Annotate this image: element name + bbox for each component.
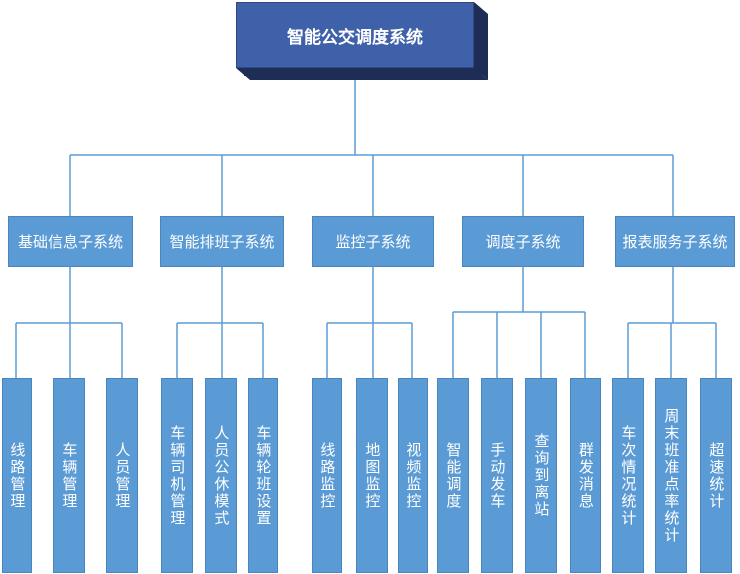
leaf-node: 线路管理 [2, 378, 32, 573]
leaf-node: 车辆管理 [53, 378, 85, 573]
leaf-node: 车辆司机管理 [161, 378, 193, 573]
leaf-node: 车次情况统计 [612, 378, 644, 573]
leaf-label: 车次情况统计 [619, 424, 638, 527]
subsystem-label: 智能排班子系统 [169, 233, 275, 251]
leaf-label: 车辆管理 [60, 441, 79, 510]
leaf-node: 线路监控 [312, 378, 342, 573]
subsystem-dispatch: 调度子系统 [462, 216, 584, 267]
leaf-label: 视频监控 [404, 441, 423, 510]
leaf-label: 线路管理 [8, 441, 27, 510]
subsystem-label: 报表服务子系统 [622, 233, 728, 251]
leaf-label: 周末班准点率统计 [662, 407, 681, 544]
leaf-label: 人员公休模式 [212, 424, 231, 527]
subsystem-reports: 报表服务子系统 [615, 216, 735, 267]
subsystem-label: 调度子系统 [485, 233, 561, 251]
leaf-node: 手动发车 [481, 378, 513, 573]
leaf-label: 人员管理 [113, 441, 132, 510]
leaf-node: 人员公休模式 [205, 378, 237, 573]
leaf-label: 超速统计 [707, 441, 726, 510]
subsystem-scheduling-shifts: 智能排班子系统 [160, 216, 284, 267]
subsystem-basic-info: 基础信息子系统 [8, 216, 133, 267]
leaf-node: 查询到离站 [525, 378, 557, 573]
leaf-label: 查询到离站 [532, 433, 551, 518]
leaf-node: 视频监控 [398, 378, 428, 573]
leaf-label: 智能调度 [444, 441, 463, 510]
leaf-label: 车辆司机管理 [168, 424, 187, 527]
subsystem-monitoring: 监控子系统 [312, 216, 434, 267]
leaf-node: 周末班准点率统计 [655, 378, 687, 573]
leaf-node: 群发消息 [570, 378, 601, 573]
root-node: 智能公交调度系统 [236, 2, 474, 68]
leaf-node: 智能调度 [437, 378, 469, 573]
leaf-node: 超速统计 [700, 378, 732, 573]
root-title: 智能公交调度系统 [287, 27, 423, 48]
leaf-label: 车辆轮班设置 [254, 424, 273, 527]
leaf-node: 车辆轮班设置 [248, 378, 278, 573]
subsystem-label: 基础信息子系统 [17, 233, 123, 251]
leaf-node: 地图监控 [356, 378, 388, 573]
subsystem-label: 监控子系统 [335, 233, 411, 251]
leaf-label: 线路监控 [318, 441, 337, 510]
leaf-label: 手动发车 [488, 441, 507, 510]
leaf-node: 人员管理 [106, 378, 138, 573]
leaf-label: 群发消息 [576, 441, 595, 510]
root-node-depth [236, 2, 488, 80]
leaf-label: 地图监控 [363, 441, 382, 510]
